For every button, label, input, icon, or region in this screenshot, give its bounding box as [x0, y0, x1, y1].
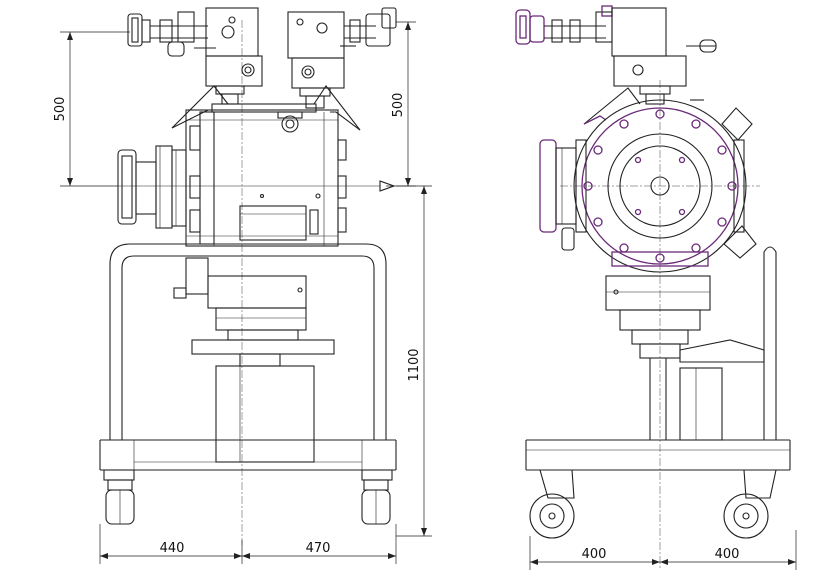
dim-width-front: 440 470: [99, 524, 397, 564]
dim-label-440: 440: [160, 541, 185, 556]
dim-label-400-right: 400: [715, 547, 740, 562]
dim-height-upper-left: 500: [53, 31, 130, 187]
dim-label-500-left: 500: [53, 97, 68, 122]
top-right-manipulator: [287, 7, 397, 109]
front-pedestal: [173, 257, 335, 463]
dim-label-470: 470: [306, 541, 331, 556]
dim-height-total: 1100: [386, 185, 432, 537]
side-round-chamber: [573, 99, 757, 273]
side-caster-right: [723, 469, 777, 539]
front-cart-frame: [99, 243, 397, 471]
dim-height-upper-right: 500: [391, 21, 416, 187]
side-view: 400 400: [515, 5, 797, 570]
side-caster-left: [529, 469, 575, 539]
main-chamber: [185, 103, 347, 247]
side-left-port: [539, 139, 577, 251]
side-top-manipulator: [515, 5, 717, 105]
dim-label-500-right: 500: [391, 93, 406, 118]
side-cart-frame: [525, 439, 791, 471]
dim-label-1100: 1100: [407, 348, 422, 381]
top-left-manipulator: [127, 7, 263, 105]
dim-width-side: 400 400: [529, 530, 797, 570]
front-view: 500 500 1100: [53, 7, 432, 564]
left-port-flange: [117, 145, 187, 229]
dim-label-400-left: 400: [582, 547, 607, 562]
front-caster-left: [103, 469, 135, 525]
side-stage: [605, 246, 777, 441]
front-caster-right: [361, 469, 393, 525]
